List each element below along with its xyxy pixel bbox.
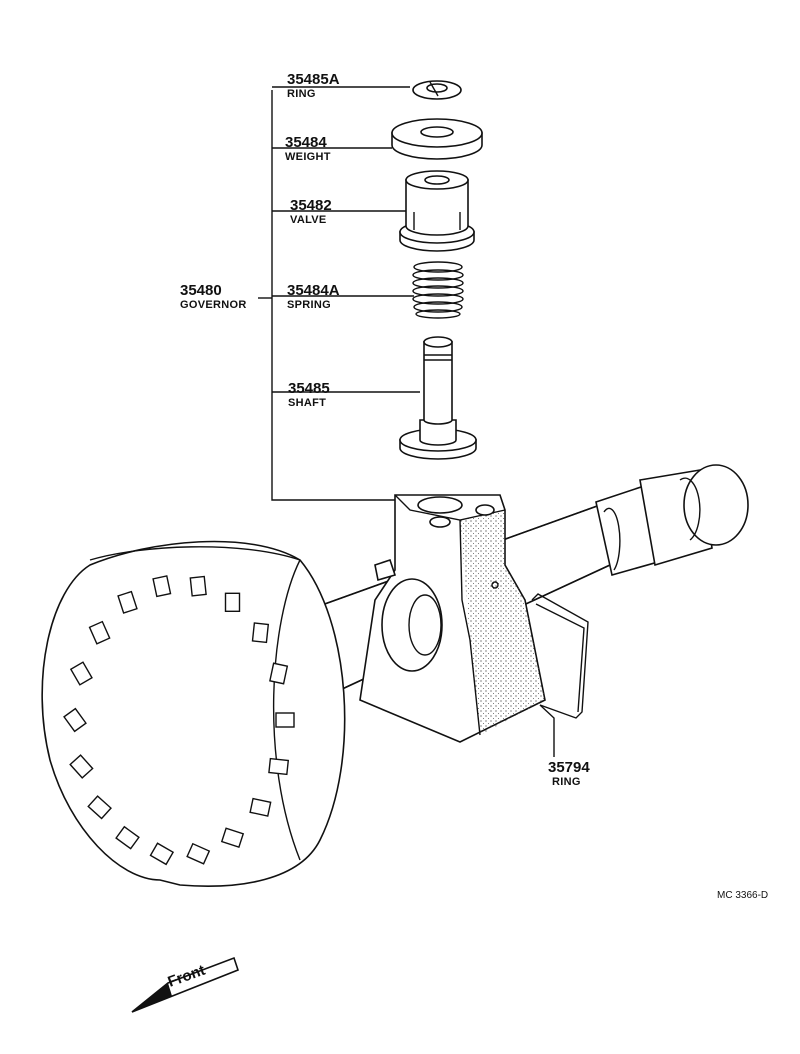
governor-body [359,494,546,743]
labels: 35485A RING 35484 WEIGHT 35482 VALVE 354… [180,71,768,901]
spring-part [412,261,464,319]
spring-name: SPRING [287,299,331,311]
valve-number: 35482 [290,197,332,214]
drum-slot [69,754,94,779]
drum-slot [186,842,211,865]
drum-slot [117,590,138,614]
drum-slot [152,575,172,598]
spring-number: 35484A [287,282,340,299]
weight-number: 35484 [285,134,327,151]
figure-code: MC 3366-D [717,890,768,901]
drum-slot [269,662,289,685]
clutch-drum [41,540,346,887]
ring-bottom-name: RING [552,776,581,788]
drum-slot [224,592,241,612]
ring-part [412,80,462,100]
ring-top-name: RING [287,88,316,100]
drum-slot [268,757,290,776]
ring-top-number: 35485A [287,71,340,88]
drum-slot [149,842,175,866]
drum-slot [251,622,270,644]
front-arrow: Front [131,956,239,1013]
drum-slots [63,575,295,866]
drum-slot [87,795,112,820]
shaft-number: 35485 [288,380,330,397]
drum-slot [88,620,111,645]
valve-name: VALVE [290,214,327,226]
weight-name: WEIGHT [285,151,331,163]
drum-slot [63,707,87,733]
ring-bottom-number: 35794 [548,759,590,776]
shaft-name: SHAFT [288,397,326,409]
leader-lines [272,86,555,757]
drum-slot [275,712,295,728]
drum-slot [249,797,272,817]
drum-slot [220,827,245,849]
weight-part [391,118,483,160]
valve-part [399,170,475,252]
assembly-bracket [258,90,400,501]
drum-slot [69,661,93,686]
assembly-name: GOVERNOR [180,299,247,311]
assembly-number: 35480 [180,282,222,299]
drum-slot [189,575,207,597]
shaft-part [399,336,477,460]
drum-slot [115,825,140,850]
retaining-ring [531,593,589,719]
